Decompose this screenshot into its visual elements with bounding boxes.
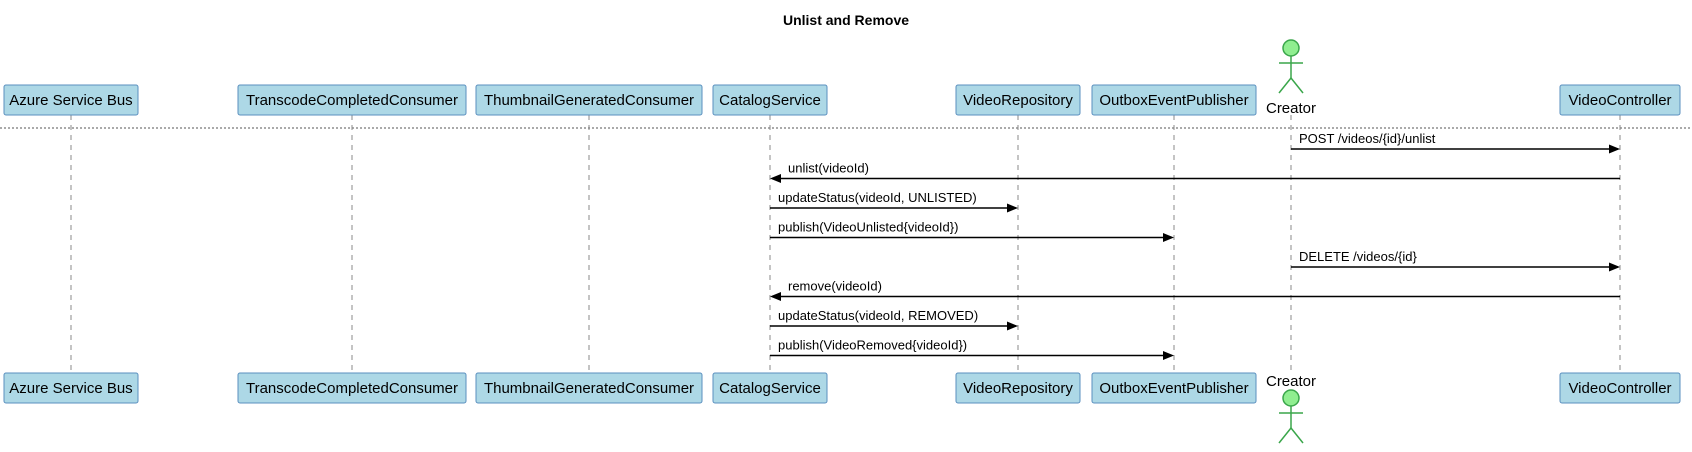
participant-label: OutboxEventPublisher <box>1099 380 1248 397</box>
participant-label: TranscodeCompletedConsumer <box>246 92 458 109</box>
participant-ctrl-bottom: VideoController <box>1559 372 1681 404</box>
participant-repo-bottom: VideoRepository <box>955 372 1081 404</box>
message-6: remove(videoId) <box>770 279 1620 301</box>
participant-label: CatalogService <box>719 92 821 109</box>
message-label: DELETE /videos/{id} <box>1299 249 1417 264</box>
actor-label: Creator <box>1266 373 1316 390</box>
arrowhead-icon <box>1609 262 1620 272</box>
participant-label: Azure Service Bus <box>9 380 132 397</box>
participant-cat-top: CatalogService <box>712 84 828 116</box>
participant-pub-bottom: OutboxEventPublisher <box>1091 372 1257 404</box>
participant-box <box>237 84 467 116</box>
arrowhead-icon <box>1007 203 1018 213</box>
message-label: remove(videoId) <box>788 279 882 294</box>
message-8: publish(VideoRemoved{videoId}) <box>770 338 1174 360</box>
message-label: updateStatus(videoId, UNLISTED) <box>778 190 977 205</box>
participant-label: VideoController <box>1568 92 1671 109</box>
actor-creator-top: Creator <box>1266 39 1316 117</box>
message-1: POST /videos/{id}/unlist <box>1291 131 1620 154</box>
stick-figure-icon <box>1278 389 1304 444</box>
participant-repo-top: VideoRepository <box>955 84 1081 116</box>
participant-tgc-top: ThumbnailGeneratedConsumer <box>475 84 703 116</box>
message-label: POST /videos/{id}/unlist <box>1299 131 1436 146</box>
message-label: publish(VideoRemoved{videoId}) <box>778 338 967 353</box>
participant-box <box>1559 84 1681 116</box>
message-7: updateStatus(videoId, REMOVED) <box>770 308 1018 331</box>
arrowhead-icon <box>1163 233 1174 242</box>
participant-label: CatalogService <box>719 380 821 397</box>
participant-label: VideoRepository <box>963 92 1073 109</box>
arrowhead-icon <box>770 174 781 183</box>
message-label: publish(VideoUnlisted{videoId}) <box>778 220 958 235</box>
arrowhead-icon <box>1007 321 1018 331</box>
lifelines <box>70 115 1621 373</box>
arrowhead-icon <box>1609 144 1620 154</box>
participant-box <box>237 372 467 404</box>
participant-box <box>1091 372 1257 404</box>
participant-box <box>1559 372 1681 404</box>
arrowhead-icon <box>1163 351 1174 360</box>
participant-label: VideoRepository <box>963 380 1073 397</box>
stick-figure-icon <box>1278 39 1304 94</box>
message-2: unlist(videoId) <box>770 161 1620 183</box>
message-3: updateStatus(videoId, UNLISTED) <box>770 190 1018 213</box>
participant-box <box>1091 84 1257 116</box>
participant-bus-bottom: Azure Service Bus <box>3 372 139 404</box>
participant-label: Azure Service Bus <box>9 92 132 109</box>
arrowhead-icon <box>770 292 781 301</box>
participant-pub-top: OutboxEventPublisher <box>1091 84 1257 116</box>
participant-ctrl-top: VideoController <box>1559 84 1681 116</box>
participant-cat-bottom: CatalogService <box>712 372 828 404</box>
participant-label: ThumbnailGeneratedConsumer <box>484 92 694 109</box>
message-5: DELETE /videos/{id} <box>1291 249 1620 272</box>
diagram-title: Unlist and Remove <box>783 12 909 28</box>
participant-box <box>955 372 1081 404</box>
participant-label: OutboxEventPublisher <box>1099 92 1248 109</box>
participant-box <box>475 84 703 116</box>
actor-label: Creator <box>1266 100 1316 117</box>
participant-tgc-bottom: ThumbnailGeneratedConsumer <box>475 372 703 404</box>
participant-label: VideoController <box>1568 380 1671 397</box>
participant-box <box>3 84 139 116</box>
message-label: unlist(videoId) <box>788 161 869 176</box>
participant-box <box>712 372 828 404</box>
participant-tcc-bottom: TranscodeCompletedConsumer <box>237 372 467 404</box>
message-4: publish(VideoUnlisted{videoId}) <box>770 220 1174 242</box>
participant-box <box>955 84 1081 116</box>
participant-box <box>712 84 828 116</box>
participant-tcc-top: TranscodeCompletedConsumer <box>237 84 467 116</box>
actor-creator-bottom: Creator <box>1266 373 1316 444</box>
participant-bus-top: Azure Service Bus <box>3 84 139 116</box>
participant-label: ThumbnailGeneratedConsumer <box>484 380 694 397</box>
messages: POST /videos/{id}/unlist unlist(videoId) u… <box>770 131 1620 360</box>
participant-box <box>475 372 703 404</box>
participant-label: TranscodeCompletedConsumer <box>246 380 458 397</box>
participant-box <box>3 372 139 404</box>
message-label: updateStatus(videoId, REMOVED) <box>778 308 978 323</box>
